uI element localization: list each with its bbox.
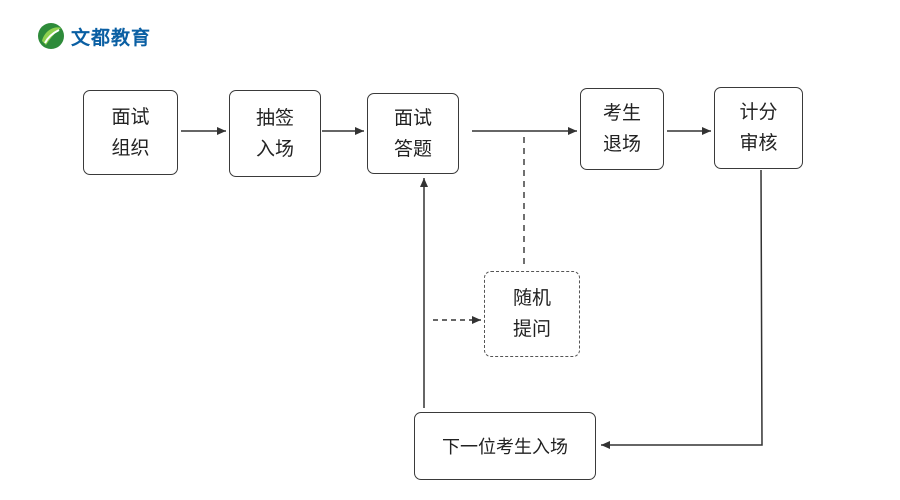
brand-logo: 文都教育	[36, 20, 151, 52]
node-next-label: 下一位考生入场	[442, 437, 568, 458]
node-next: 下一位考生入场	[414, 412, 596, 480]
node-answer: 面试 答题	[367, 93, 459, 174]
node-answer-line2: 答题	[393, 137, 432, 160]
node-exit: 考生 退场	[580, 88, 664, 170]
node-random-line1: 随机	[512, 287, 551, 309]
node-random: 随机 提问	[484, 271, 580, 357]
node-score-line2: 审核	[739, 132, 778, 154]
node-draw: 抽签 入场	[229, 90, 321, 177]
node-organize-line1: 面试	[111, 105, 150, 128]
node-exit-line2: 退场	[602, 133, 641, 155]
brand-name: 文都教育	[71, 26, 152, 49]
node-random-line2: 提问	[512, 318, 551, 340]
node-organize-line2: 组织	[111, 136, 150, 159]
node-organize: 面试 组织	[83, 90, 178, 175]
arrow-score-to-next	[601, 169, 763, 449]
node-exit-line1: 考生	[602, 102, 641, 124]
node-score: 计分 审核	[714, 87, 803, 169]
node-score-line1: 计分	[739, 101, 778, 123]
node-answer-line1: 面试	[393, 106, 432, 129]
wendu-leaf-logo-icon	[38, 23, 64, 49]
node-draw-line2: 入场	[255, 137, 294, 160]
node-draw-line1: 抽签	[255, 106, 294, 129]
